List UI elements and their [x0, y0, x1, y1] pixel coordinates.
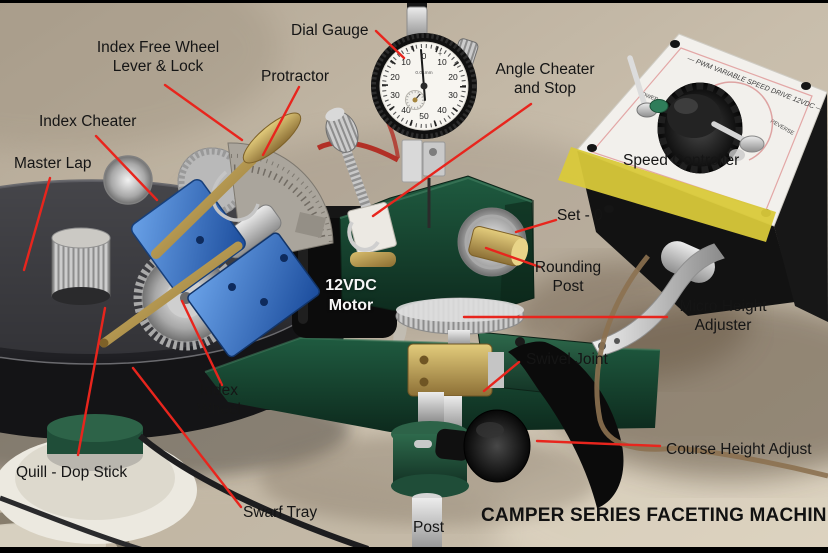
leader-protractor	[261, 85, 301, 157]
label-index-cheater: Index Cheater	[39, 113, 137, 130]
leader-rounding-post	[484, 246, 542, 269]
label-index-wheel-line1: Index	[200, 382, 238, 399]
power-wires	[594, 254, 828, 479]
svg-text:10: 10	[437, 57, 447, 67]
label-swarf-tray: Swarf Tray	[243, 504, 318, 521]
label-speed-controller: Speed Controller	[623, 152, 740, 169]
leader-master-lap	[22, 176, 52, 272]
label-micro-height: Micro Height Adjuster	[652, 297, 794, 335]
rounding-post-boss	[457, 207, 529, 277]
index-lever-shaft	[151, 155, 257, 259]
label-index-wheel-line2: Wheel	[197, 401, 241, 419]
bottom-letterbox-strip	[0, 547, 828, 553]
label-post: Post	[413, 519, 445, 536]
dial-gauge: 0 10 10 20 20 30 30 40 40 50 − + 0.01mm	[371, 0, 479, 228]
label-index-free-wheel-line1: Index Free Wheel	[96, 39, 220, 56]
svg-text:10: 10	[401, 57, 411, 67]
label-quill-dop-stick: Quill - Dop Stick	[16, 464, 128, 481]
speed-controller-box: — PWM VARIABLE SPEED DRIVE 12VDC — POWER…	[558, 33, 828, 322]
label-index-free-wheel-line2: Lever & Lock	[112, 58, 204, 76]
leader-course-height	[535, 439, 662, 448]
label-dial-gauge: Dial Gauge	[291, 22, 369, 39]
svg-text:40: 40	[437, 105, 447, 115]
leader-set-0	[514, 218, 558, 234]
leader-lines	[22, 29, 669, 509]
label-master-lap: Master Lap	[14, 155, 92, 172]
svg-text:−: −	[406, 51, 410, 58]
svg-text:0.01mm: 0.01mm	[415, 70, 432, 76]
page-title: CAMPER SERIES FACETING MACHINE	[481, 505, 828, 526]
label-index-free-wheel: Index Free Wheel Lever & Lock	[62, 38, 254, 76]
svg-text:20: 20	[390, 72, 400, 82]
label-swivel-joint: Swivel Joint	[526, 351, 608, 368]
leader-index-wheel	[180, 299, 224, 387]
label-rounding-post: Rounding Post	[522, 258, 614, 296]
leader-quill	[76, 306, 107, 457]
label-angle-cheater: Angle Cheater and Stop	[472, 60, 618, 98]
label-protractor: Protractor	[261, 68, 330, 85]
svg-text:30: 30	[390, 90, 400, 100]
svg-text:30: 30	[448, 90, 458, 100]
arm-screw-2	[614, 338, 620, 344]
label-motor-line2: Motor	[328, 296, 374, 314]
label-micro-height-line2: Adjuster	[694, 317, 752, 335]
lower-post	[412, 498, 442, 553]
svg-text:40: 40	[401, 105, 411, 115]
leader-swivel-joint	[482, 360, 521, 393]
dial-numbers: 0 10 10 20 20 30 30 40 40 50 − + 0.01mm	[390, 51, 458, 121]
index-cheater-knob	[103, 155, 153, 205]
leader-angle-cheater	[371, 102, 533, 218]
angle-stop-assembly	[325, 107, 397, 267]
leader-swarf-tray	[131, 366, 243, 509]
drive-belt	[0, 433, 369, 553]
label-course-height: Course Height Adjust	[666, 441, 812, 458]
power-toggle-switch	[627, 55, 669, 118]
support-arm	[591, 243, 725, 357]
label-rounding-post-line2: Post	[552, 278, 584, 296]
svg-text:+: +	[438, 51, 442, 58]
dial-needle	[420, 49, 426, 101]
lap-center-nut	[51, 227, 111, 305]
dop-stick-tip	[99, 338, 109, 348]
speed-knob	[657, 82, 743, 174]
quill-dop-stick-rod	[99, 241, 243, 348]
label-angle-cheater-line1: Angle Cheater	[495, 61, 595, 78]
svg-text:0: 0	[422, 51, 427, 61]
faceplate-yellow-stripe	[558, 147, 776, 242]
course-height-knob	[414, 409, 531, 483]
label-index-wheel: Index Wheel	[180, 381, 258, 419]
label-motor: 12VDC Motor	[312, 276, 390, 316]
leader-index-cheater	[94, 134, 159, 202]
faceting-head-assembly	[99, 112, 334, 358]
svg-text:20: 20	[448, 72, 458, 82]
reverse-toggle-switch	[711, 121, 765, 161]
head-blue-block-lower	[187, 232, 321, 358]
top-letterbox-strip	[0, 0, 828, 3]
head-screws	[196, 236, 288, 306]
label-set-0: Set - 0	[557, 207, 603, 224]
index-spring-wire	[211, 170, 260, 222]
leader-dial-gauge	[374, 29, 406, 60]
label-rounding-post-line1: Rounding	[534, 259, 602, 276]
svg-text:50: 50	[419, 111, 429, 121]
label-micro-height-line1: Micro Height	[679, 298, 767, 315]
label-angle-cheater-line2: and Stop	[513, 80, 577, 98]
leader-index-free-wheel	[163, 83, 244, 142]
label-motor-line1: 12VDC	[325, 277, 377, 294]
